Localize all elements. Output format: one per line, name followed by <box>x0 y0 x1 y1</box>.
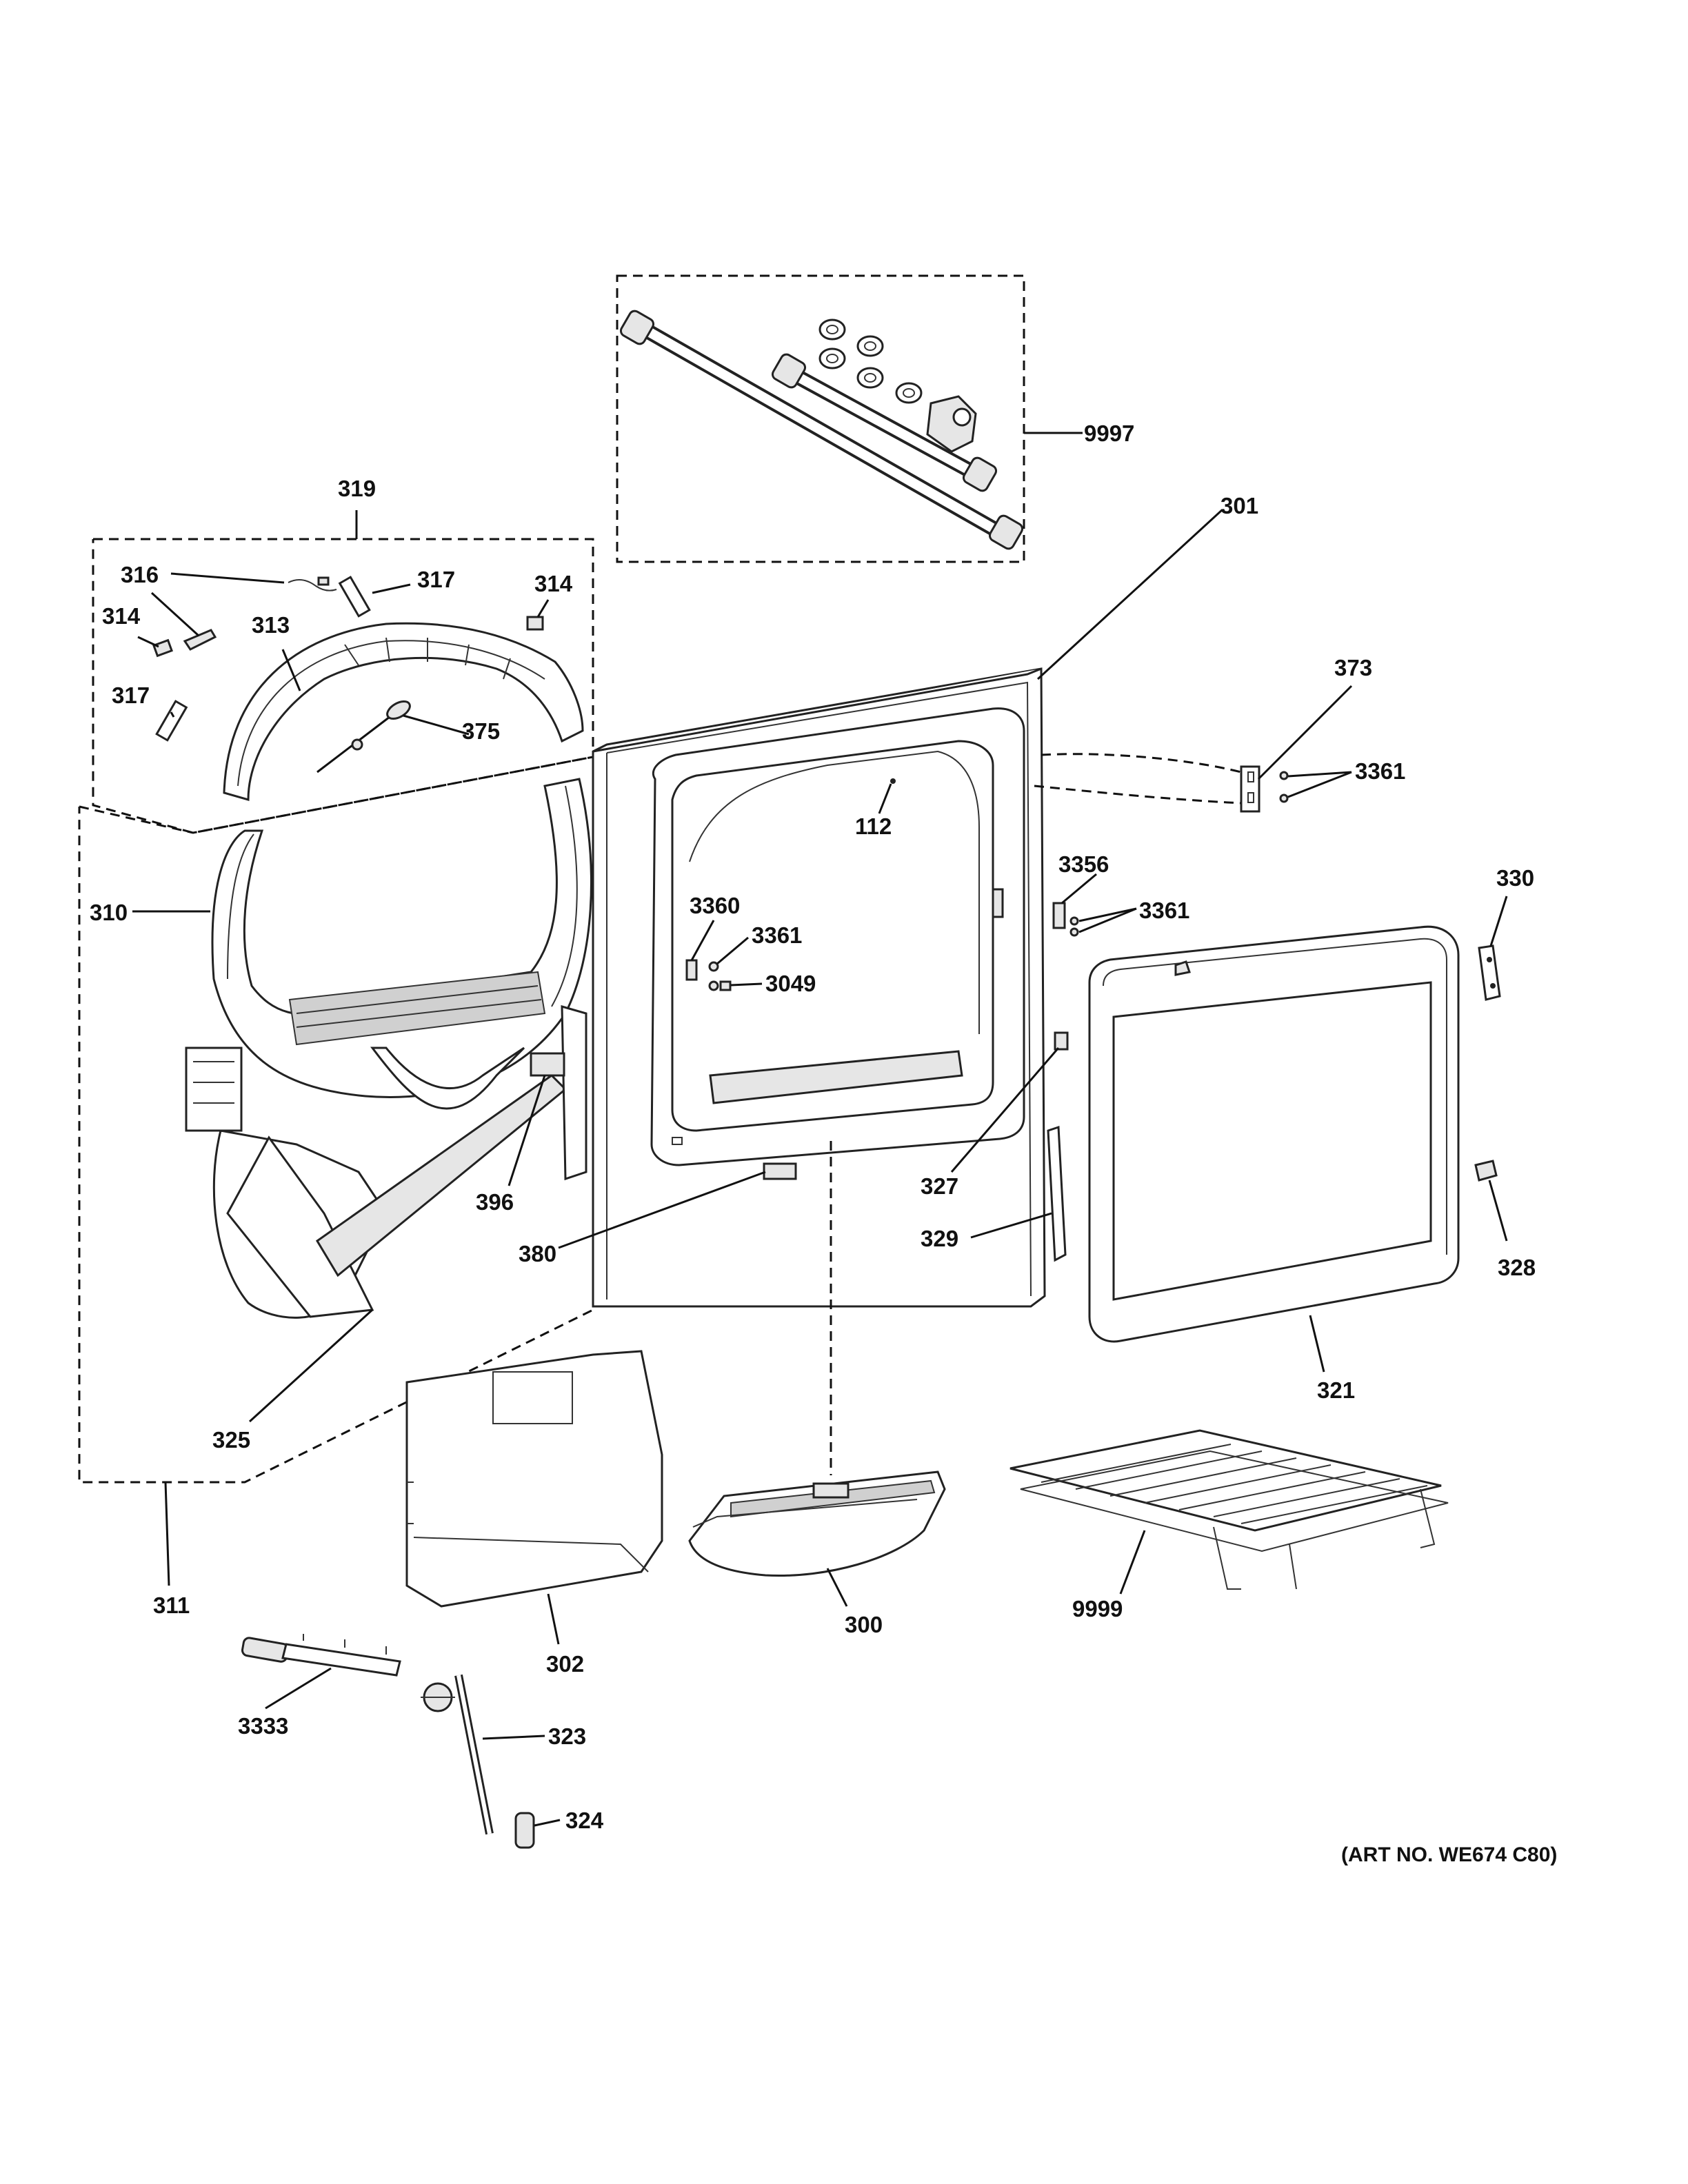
label-301: 301 <box>1220 493 1258 518</box>
part-321-door <box>1047 925 1501 1343</box>
label-330: 330 <box>1496 865 1534 891</box>
label-327: 327 <box>921 1173 958 1199</box>
label-375: 375 <box>462 718 500 744</box>
part-301-front-panel <box>592 667 1242 1457</box>
part-324-cap <box>514 1812 535 1849</box>
part-311-group <box>78 756 594 1586</box>
label-3361-right: 3361 <box>1139 898 1189 923</box>
label-310: 310 <box>90 900 128 925</box>
label-373: 373 <box>1334 655 1372 680</box>
label-321: 321 <box>1317 1377 1355 1403</box>
label-300: 300 <box>845 1612 883 1637</box>
label-9997: 9997 <box>1084 421 1134 446</box>
label-325: 325 <box>212 1427 250 1453</box>
label-3361-hinge: 3361 <box>1355 758 1405 784</box>
part-9999-drying-rack <box>1009 1429 1449 1590</box>
label-328: 328 <box>1498 1255 1536 1280</box>
label-314-right: 314 <box>534 571 573 596</box>
part-9997-hose-kit <box>616 274 1083 563</box>
part-373-hinge <box>1240 765 1289 813</box>
label-112: 112 <box>855 813 892 839</box>
label-9999: 9999 <box>1072 1596 1123 1621</box>
label-396: 396 <box>476 1189 514 1215</box>
part-3333-bracket <box>241 1634 401 1677</box>
label-316: 316 <box>121 562 159 587</box>
label-313: 313 <box>252 612 290 638</box>
part-323-rod <box>421 1674 494 1835</box>
label-3360: 3360 <box>690 893 740 918</box>
leader-lines <box>132 509 1508 1827</box>
label-3361-left: 3361 <box>752 922 802 948</box>
label-329: 329 <box>921 1226 958 1251</box>
label-323: 323 <box>548 1723 586 1749</box>
part-302-lower-panel <box>405 1350 663 1608</box>
part-319-group <box>92 510 594 834</box>
label-380: 380 <box>519 1241 556 1266</box>
label-317-bottom: 317 <box>112 682 150 708</box>
label-3356: 3356 <box>1058 851 1109 877</box>
label-302: 302 <box>546 1651 584 1677</box>
label-314-left: 314 <box>102 603 141 629</box>
label-319: 319 <box>338 476 376 501</box>
label-317-top: 317 <box>417 567 455 592</box>
part-300-lint-filter <box>688 1141 946 1577</box>
callout-labels: 9997 301 319 316 317 314 314 313 317 375… <box>90 421 1557 1866</box>
label-3333: 3333 <box>238 1713 288 1739</box>
label-324: 324 <box>565 1808 604 1833</box>
art-number: (ART NO. WE674 C80) <box>1341 1843 1557 1866</box>
label-3049: 3049 <box>765 971 816 996</box>
label-311: 311 <box>153 1593 190 1618</box>
